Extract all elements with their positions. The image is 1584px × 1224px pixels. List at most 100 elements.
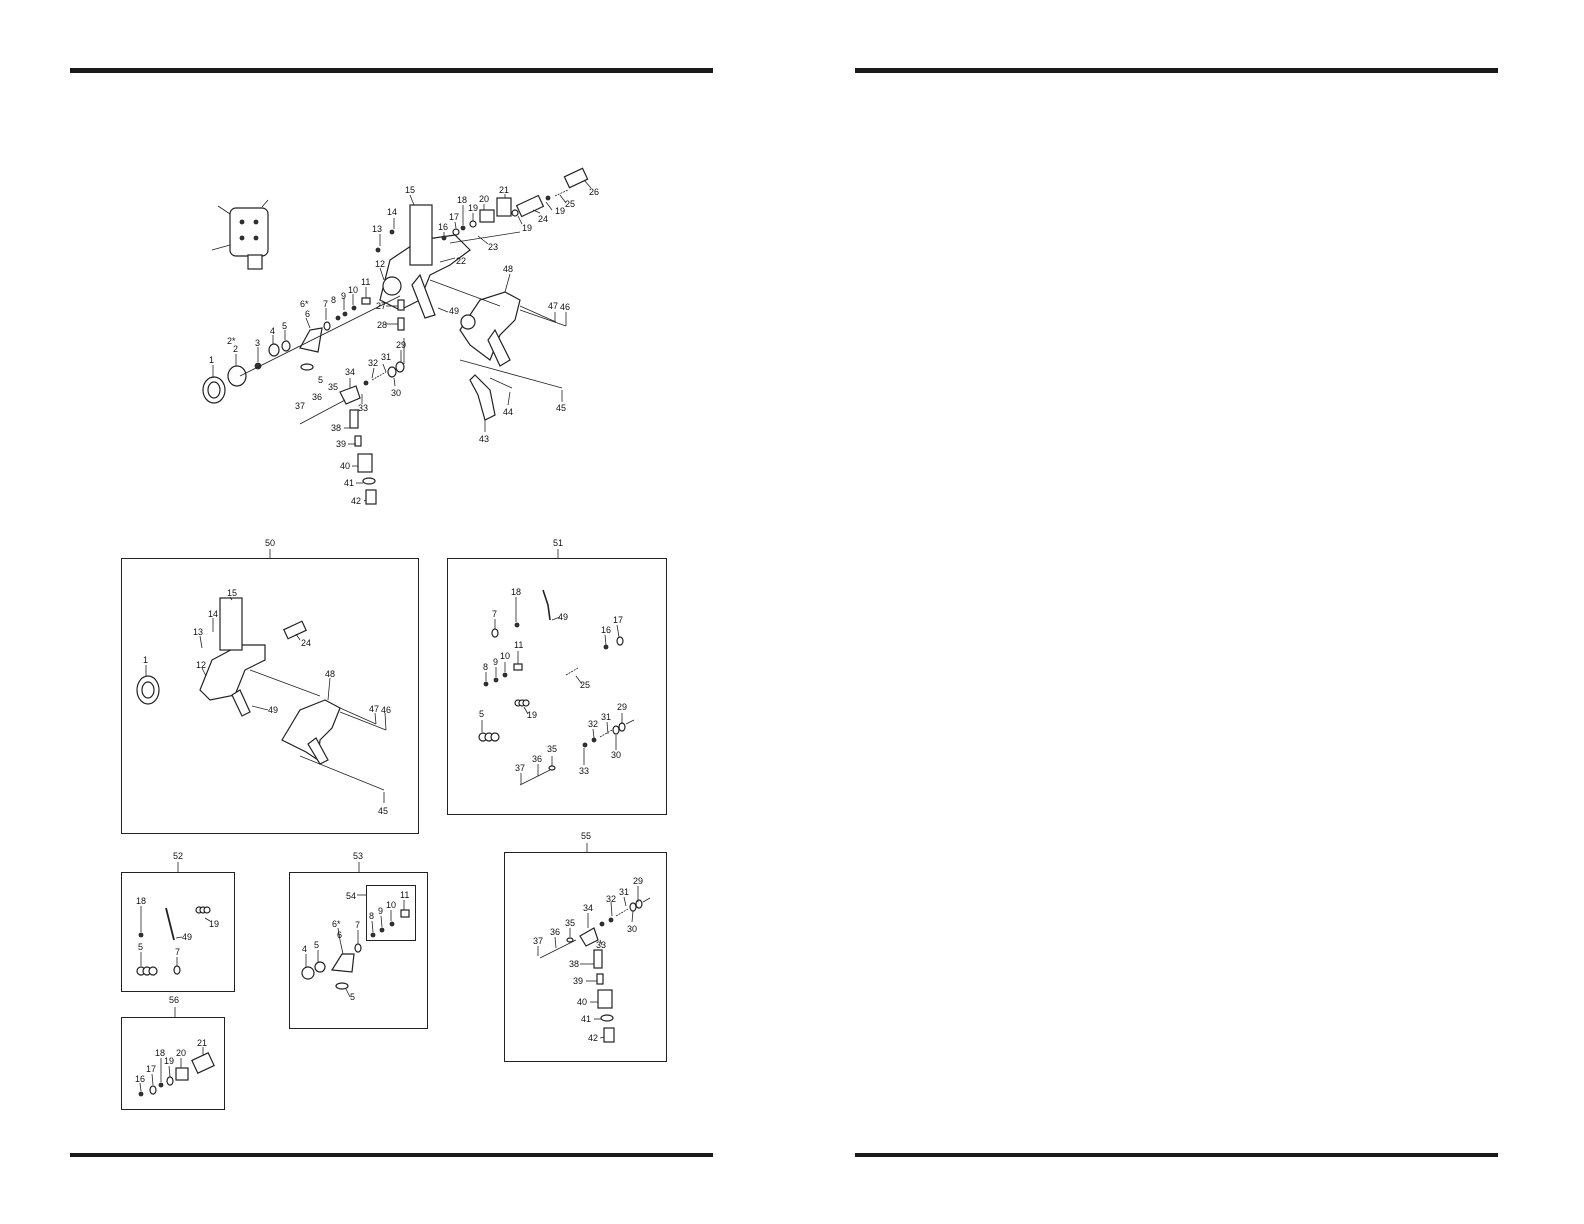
kit-55-callout-34: 34: [583, 903, 593, 913]
kit-55-callout-29: 29: [633, 876, 643, 886]
callout-44: 44: [503, 407, 513, 417]
kit-55-number: 55: [581, 831, 591, 841]
lower-parts-chain: [299, 299, 405, 505]
kit-50-number: 50: [265, 538, 275, 548]
callout-2-star: 2*: [227, 336, 236, 346]
kit-55-callout-38: 38: [569, 959, 579, 969]
kit-51-callout-18: 18: [511, 587, 521, 597]
kit-56-callout-18: 18: [155, 1048, 165, 1058]
callout-49: 49: [449, 306, 459, 316]
callout-36: 36: [312, 392, 322, 402]
kit-55-callout-35: 35: [565, 918, 575, 928]
inset-sketch: [211, 199, 269, 270]
kit-51-callout-32: 32: [588, 719, 598, 729]
callout-4: 4: [270, 326, 275, 336]
kit-52-callout-19: 19: [209, 919, 219, 929]
callout-16: 16: [438, 222, 448, 232]
kit-51-callout-10: 10: [500, 651, 510, 661]
kit-50-callout-14: 14: [208, 609, 218, 619]
kit-54-subpanel: [366, 885, 416, 941]
callout-19-b: 19: [522, 223, 532, 233]
callout-10: 10: [348, 285, 358, 295]
callout-39: 39: [336, 439, 346, 449]
callout-46: 46: [560, 302, 570, 312]
kit-50-callout-24: 24: [301, 638, 311, 648]
kit-51-callout-17: 17: [613, 615, 623, 625]
kit-51-callout-19: 19: [527, 710, 537, 720]
kit-53-number: 53: [353, 851, 363, 861]
kit-56-callout-16: 16: [135, 1074, 145, 1084]
kit-51-callout-8: 8: [483, 662, 488, 672]
callout-28: 28: [377, 320, 387, 330]
kit-51-drawing: 51 7 18 49 16 17 8: [478, 538, 635, 786]
kit-51-callout-35: 35: [547, 744, 557, 754]
kit-51-callout-29: 29: [617, 702, 627, 712]
kit-51-callout-30: 30: [611, 750, 621, 760]
kit-55-panel: [504, 852, 667, 1062]
callout-6: 6: [305, 309, 310, 319]
bottom-rule-right: [855, 1153, 1498, 1157]
kit-55-callout-39: 39: [573, 976, 583, 986]
top-rule-right: [855, 68, 1498, 73]
kit-51-callout-5: 5: [479, 709, 484, 719]
callout-33: 33: [358, 403, 368, 413]
main-callout-labels: 1 2 2* 3 4 5 5 6 6* 7 8 9 10 11 12 13 14…: [209, 185, 599, 506]
callout-12: 12: [375, 259, 385, 269]
callout-48: 48: [503, 264, 513, 274]
callout-1: 1: [209, 355, 214, 365]
kit-55-callout-36: 36: [550, 927, 560, 937]
callout-2: 2: [233, 344, 238, 354]
kit-51-callout-31: 31: [601, 712, 611, 722]
callout-6-star: 6*: [300, 299, 309, 309]
callout-29: 29: [396, 340, 406, 350]
callout-31: 31: [381, 352, 391, 362]
kit-51-callout-16: 16: [601, 625, 611, 635]
callout-3: 3: [255, 338, 260, 348]
kit-52-callout-5: 5: [138, 942, 143, 952]
kit-52-callout-18: 18: [136, 896, 146, 906]
kit-50-callout-12: 12: [196, 660, 206, 670]
callout-35: 35: [328, 382, 338, 392]
kit-51-callout-25: 25: [580, 680, 590, 690]
kit-53-panel: [289, 872, 428, 1029]
callout-26: 26: [589, 187, 599, 197]
kit-53-callout-8: 8: [369, 911, 374, 921]
callout-22: 22: [456, 256, 466, 266]
kit-50-callout-47: 47: [369, 704, 379, 714]
kit-56-callout-17: 17: [146, 1064, 156, 1074]
kit-55-callout-42: 42: [588, 1033, 598, 1043]
callout-40: 40: [340, 461, 350, 471]
kit-53-callout-54: 54: [346, 891, 356, 901]
kit-53-drawing: 53 54 11 8 9 10 6* 7 4 5 6 5: [301, 851, 410, 1002]
kit-53-callout-7: 7: [355, 920, 360, 930]
kit-56-number: 56: [169, 995, 179, 1005]
callout-20: 20: [479, 194, 489, 204]
kit-53-callout-5-top: 5: [314, 940, 319, 950]
callout-11: 11: [361, 277, 370, 287]
kit-50-callout-15: 15: [227, 588, 237, 598]
callout-45: 45: [556, 403, 566, 413]
callout-43: 43: [479, 434, 489, 444]
bottom-rule-left: [70, 1153, 713, 1157]
top-rule-left: [70, 68, 713, 73]
kit-50-callout-48: 48: [325, 669, 335, 679]
kit-55-callout-31: 31: [619, 887, 629, 897]
gun-body-front: [379, 204, 471, 319]
leader-lines-main: [212, 179, 592, 502]
callout-27: 27: [376, 301, 386, 311]
kit-51-number: 51: [553, 538, 563, 548]
callout-34: 34: [345, 367, 355, 377]
kit-53-callout-5-low: 5: [350, 992, 355, 1002]
kit-53-callout-11: 11: [400, 890, 409, 900]
kit-55-drawing: 55 29 31 32 34 35 30 36 37 33 38 39: [533, 831, 651, 1043]
kit-53-callout-10: 10: [386, 900, 396, 910]
callout-13: 13: [372, 224, 382, 234]
kit-53-callout-6: 6: [337, 930, 342, 940]
callout-19-a: 19: [468, 203, 478, 213]
kit-56-drawing: 56 21 18 20 17 19 16: [135, 995, 215, 1097]
kit-51-callout-33: 33: [579, 766, 589, 776]
callout-24: 24: [538, 214, 548, 224]
kit-52-callout-7: 7: [175, 947, 180, 957]
kit-50-callout-45: 45: [378, 806, 388, 816]
callout-32: 32: [368, 358, 378, 368]
